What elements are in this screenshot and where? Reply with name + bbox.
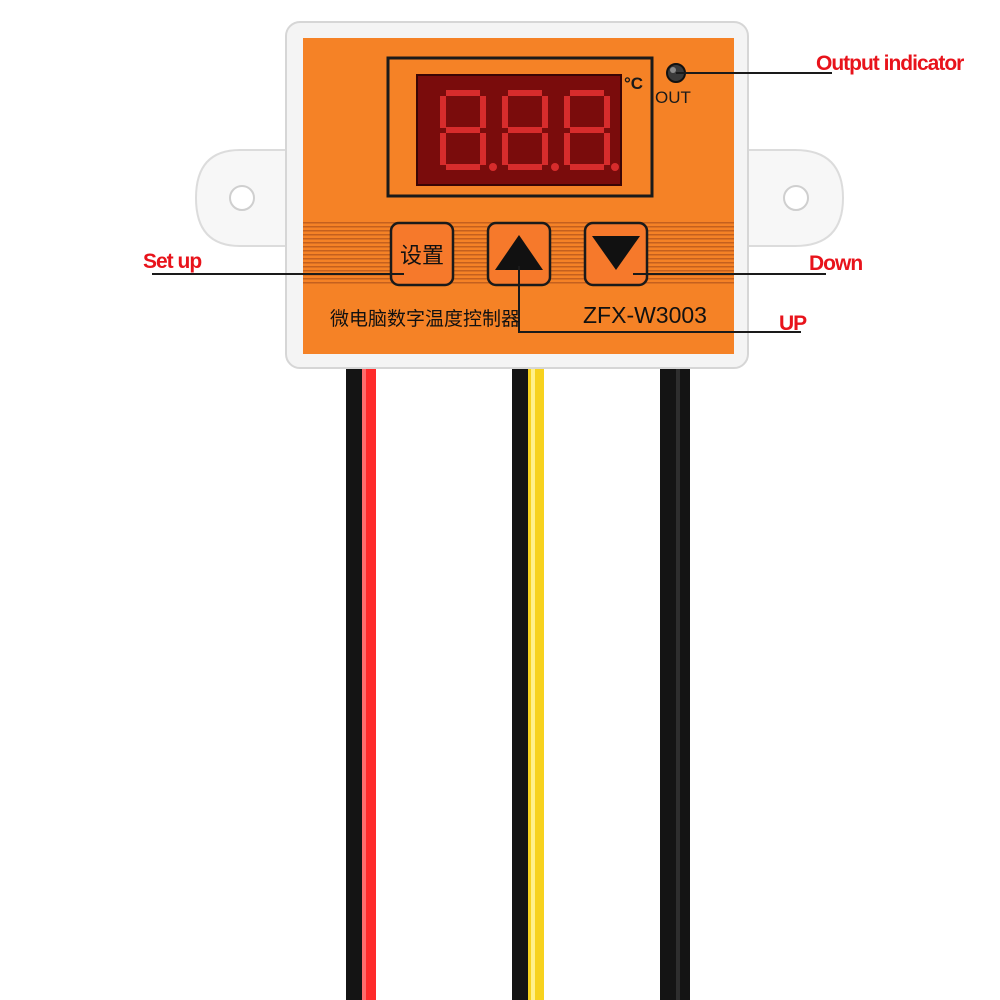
setup-button[interactable]: 设置 bbox=[391, 223, 453, 285]
setup-button-label: 设置 bbox=[399, 244, 444, 269]
callout-output-indicator: Output indicator bbox=[816, 52, 964, 75]
wire-black-1 bbox=[346, 368, 364, 1000]
led-digit-1 bbox=[440, 90, 497, 171]
led-digit-2 bbox=[502, 90, 559, 171]
display-unit-label: °C bbox=[624, 74, 644, 93]
device-model: ZFX-W3003 bbox=[583, 302, 707, 328]
triangle-up-icon bbox=[495, 235, 543, 270]
up-button-shape bbox=[486, 221, 552, 287]
setup-button-shape bbox=[389, 221, 455, 287]
callout-lines bbox=[152, 72, 832, 333]
display-frame bbox=[386, 56, 654, 198]
mounting-ear-left bbox=[194, 149, 291, 247]
wire-yellow bbox=[528, 368, 544, 1000]
callout-up: UP bbox=[779, 312, 807, 335]
callout-down: Down bbox=[809, 252, 863, 275]
up-button[interactable] bbox=[488, 223, 550, 285]
triangle-down-icon bbox=[592, 236, 640, 270]
wire-black-2 bbox=[512, 368, 530, 1000]
out-label: OUT bbox=[655, 88, 691, 107]
led-digit-3 bbox=[564, 90, 619, 171]
leader-up bbox=[518, 266, 801, 333]
device-name-cn: 微电脑数字温度控制器 bbox=[330, 308, 521, 330]
callout-set-up: Set up bbox=[143, 250, 202, 273]
mounting-ear-right bbox=[744, 149, 845, 247]
down-button-shape bbox=[583, 221, 649, 287]
wire-black-3 bbox=[660, 368, 690, 1000]
down-button[interactable] bbox=[585, 223, 647, 285]
wire-bundle bbox=[346, 368, 690, 1000]
